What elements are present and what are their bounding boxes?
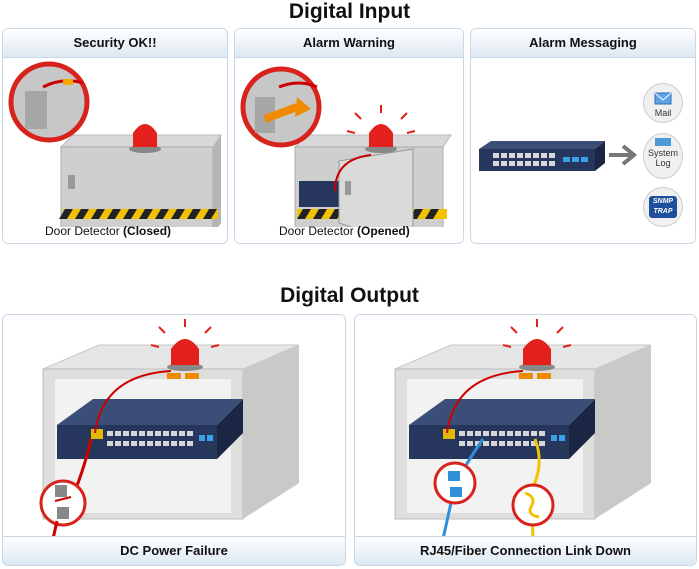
panel-footer: DC Power Failure (3, 536, 345, 565)
caption-state: (Closed) (123, 224, 172, 238)
mail-icon: Mail (643, 83, 683, 123)
snmp-label-2: TRAP (653, 208, 673, 215)
log-screen-icon (655, 138, 671, 146)
caption-label: Door Detector (45, 224, 124, 238)
mail-label: Mail (654, 108, 672, 118)
door-detector-caption: Door Detector (Opened) (279, 224, 410, 238)
panel-dc-power-failure: DC Power Failure (2, 314, 346, 566)
caption-state: (Opened) (357, 224, 410, 238)
caption-label: Door Detector (279, 224, 358, 238)
snmp-trap-icon: SNMP TRAP (643, 187, 683, 227)
panel-alarm-messaging: Alarm Messaging Mail System Log (470, 28, 696, 244)
link-down-illustration (394, 319, 652, 539)
door-detector-caption: Door Detector (Closed) (45, 224, 171, 238)
panel-connection-link-down: RJ45/Fiber Connection Link Down (354, 314, 697, 566)
snmp-label-1: SNMP (652, 198, 674, 205)
system-log-icon: System Log (643, 133, 683, 179)
panel-alarm-warning: Alarm Warning Door De (234, 28, 464, 244)
panel-footer: RJ45/Fiber Connection Link Down (355, 536, 696, 565)
digital-output-title: Digital Output (280, 284, 419, 307)
panel-header: Security OK!! (3, 29, 227, 58)
arrow-right-icon (609, 144, 638, 166)
dc-power-failure-illustration (39, 319, 300, 539)
envelope-icon (654, 92, 672, 105)
system-log-label-2: Log (655, 158, 671, 168)
panel-header: Alarm Messaging (471, 29, 695, 58)
snmp-badge: SNMP TRAP (649, 196, 677, 218)
digital-input-title: Digital Input (288, 0, 411, 23)
opened-door-cabinet-illustration (240, 66, 452, 227)
switch-device-icon (479, 141, 605, 171)
closed-door-cabinet-illustration (8, 61, 222, 227)
panel-security-ok: Security OK!! Door Detector (Closed) (2, 28, 228, 244)
panel-header: Alarm Warning (235, 29, 463, 58)
system-log-label-1: System (647, 148, 678, 158)
